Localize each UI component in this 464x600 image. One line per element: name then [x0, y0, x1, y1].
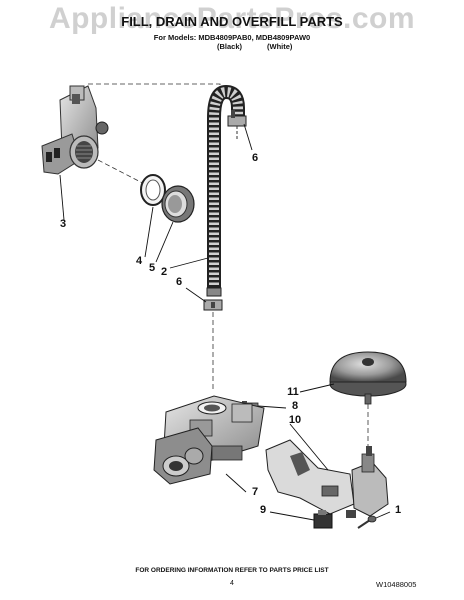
leader-11 [299, 383, 335, 393]
hose-clamp-upper [227, 110, 247, 140]
callout-6-lower: 6 [175, 276, 183, 288]
callout-3: 3 [59, 218, 67, 230]
vent-assembly [41, 85, 109, 175]
overfill-float [329, 351, 407, 405]
assembly-dashed-line-top [88, 83, 221, 92]
leader-10 [289, 423, 329, 471]
callout-7: 7 [251, 486, 259, 498]
leader-6-upper [243, 123, 253, 151]
color-label-black: (Black) [217, 42, 243, 51]
page-number: 4 [230, 580, 234, 587]
leader-3 [59, 174, 65, 221]
ordering-footer: FOR ORDERING INFORMATION REFER TO PARTS … [135, 567, 329, 574]
screw-part-1 [357, 515, 377, 529]
watermark: AppliancePartsPros.com [48, 2, 416, 35]
document-number: W10488005 [376, 580, 417, 589]
callout-9: 9 [259, 504, 267, 516]
leader-9 [269, 511, 315, 521]
float-switch-bracket [265, 439, 389, 518]
float-switch [313, 510, 333, 529]
leader-2 [169, 257, 209, 269]
leader-6-lower [185, 287, 207, 303]
leader-1 [375, 511, 391, 519]
leader-7 [225, 473, 247, 493]
leader-5 [155, 221, 174, 263]
callout-4: 4 [135, 255, 143, 267]
drain-hose [206, 84, 245, 297]
leader-8 [257, 405, 287, 409]
page-title: FILL, DRAIN AND OVERFILL PARTS [121, 14, 343, 29]
hose-clamp-lower [203, 299, 223, 311]
callout-11: 11 [287, 386, 299, 398]
vent-washer [140, 174, 166, 206]
leader-4 [144, 206, 154, 258]
callout-10: 10 [288, 414, 302, 426]
fill-valve-housing [153, 395, 265, 485]
models-line: For Models: MDB4809PAB0, MDB4809PAW0 [153, 33, 311, 42]
callout-2: 2 [160, 266, 168, 278]
callout-6-upper: 6 [251, 152, 259, 164]
vent-nut [161, 185, 195, 223]
color-label-white: (White) [267, 42, 293, 51]
callout-8: 8 [291, 400, 299, 412]
callout-1: 1 [394, 504, 402, 516]
callout-5: 5 [148, 262, 156, 274]
